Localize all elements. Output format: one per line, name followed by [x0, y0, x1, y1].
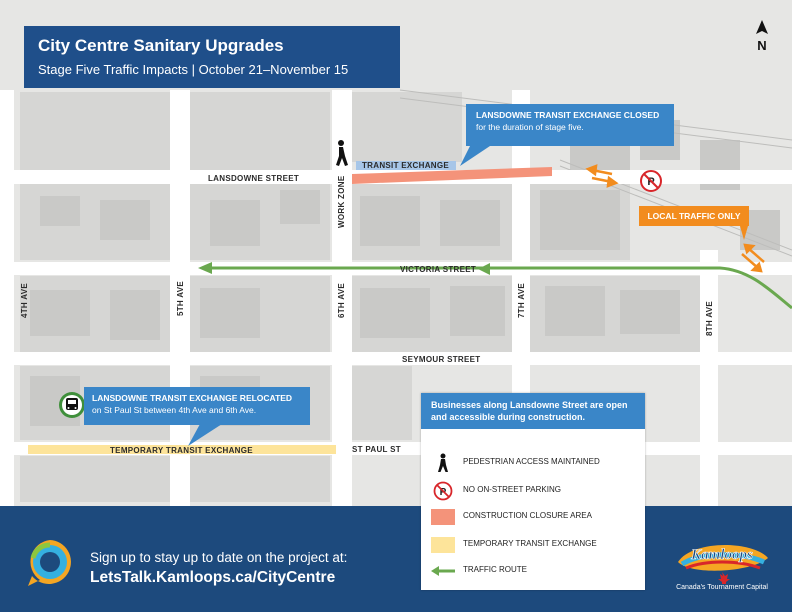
legend-item-no-parking: P NO ON-STREET PARKING — [421, 479, 645, 503]
legend-label-construction: CONSTRUCTION CLOSURE AREA — [463, 511, 592, 520]
construction-closure-area — [352, 167, 552, 184]
legend-label-traffic-route: TRAFFIC ROUTE — [463, 565, 527, 574]
relocated-callout-pointer — [188, 424, 222, 446]
local-traffic-only-tag: LOCAL TRAFFIC ONLY — [639, 206, 749, 226]
bus-icon — [59, 392, 85, 418]
7th-ave-label: 7TH AVE — [517, 283, 526, 318]
kamloops-tagline: Canada's Tournament Capital — [676, 584, 768, 591]
transit-exchange-strip — [356, 161, 456, 170]
seymour-street-label: SEYMOUR STREET — [402, 355, 481, 364]
pedestrian-icon — [438, 453, 448, 472]
legend-heading: Businesses along Lansdowne Street are op… — [421, 393, 645, 429]
traffic-route — [210, 266, 792, 310]
footer: Sign up to stay up to date on the projec… — [0, 506, 792, 612]
no-parking-icon: P — [640, 170, 662, 192]
kamloops-logo: Kamloops Canada's Tournament Capital — [672, 532, 772, 602]
traffic-arrow-left — [198, 262, 212, 274]
legend-label-pedestrian: PEDESTRIAN ACCESS MAINTAINED — [463, 457, 600, 466]
kamloops-wordmark: Kamloops — [690, 547, 753, 563]
page-subtitle: Stage Five Traffic Impacts | October 21–… — [38, 62, 349, 77]
pedestrian-icon — [336, 140, 348, 166]
traffic-route-arrow-icon — [431, 566, 455, 576]
exchange-closed-callout: LANSDOWNE TRANSIT EXCHANGE CLOSED for th… — [466, 104, 674, 146]
legend-label-no-parking: NO ON-STREET PARKING — [463, 485, 561, 494]
traffic-arrow-mid — [478, 263, 490, 275]
speech-bubble-icon — [28, 540, 71, 586]
title-box: City Centre Sanitary Upgrades Stage Five… — [24, 26, 400, 88]
8th-ave-label: 8TH AVE — [705, 301, 714, 336]
legend-item-traffic-route: TRAFFIC ROUTE — [421, 559, 645, 583]
north-label: N — [757, 38, 766, 53]
5th-ave-label: 5TH AVE — [176, 281, 185, 316]
legend-item-temporary: TEMPORARY TRANSIT EXCHANGE — [421, 533, 645, 557]
footer-url-link[interactable]: LetsTalk.Kamloops.ca/CityCentre — [90, 569, 336, 586]
legend-item-construction: CONSTRUCTION CLOSURE AREA — [421, 505, 645, 529]
exchange-relocated-callout: LANSDOWNE TRANSIT EXCHANGE RELOCATED on … — [84, 387, 310, 425]
kamloops-logo-mark: Kamloops — [678, 544, 768, 584]
closed-callout-pointer — [460, 146, 490, 166]
exchange-relocated-detail: on St Paul St between 4th Ave and 6th Av… — [92, 405, 257, 415]
4th-ave-label: 4TH AVE — [20, 283, 29, 318]
temporary-transit-exchange-label: TEMPORARY TRANSIT EXCHANGE — [110, 446, 253, 455]
exchange-closed-heading: LANSDOWNE TRANSIT EXCHANGE CLOSED — [476, 110, 660, 120]
6th-ave-label: 6TH AVE — [337, 283, 346, 318]
legend: Businesses along Lansdowne Street are op… — [421, 393, 645, 590]
transit-exchange-label: TRANSIT EXCHANGE — [362, 161, 450, 170]
local-traffic-arrows-top — [585, 164, 619, 188]
temporary-transit-exchange-area — [28, 445, 336, 454]
legend-label-temporary: TEMPORARY TRANSIT EXCHANGE — [463, 539, 597, 548]
maple-leaf-icon — [718, 572, 730, 584]
page-title: City Centre Sanitary Upgrades — [38, 36, 284, 55]
temporary-swatch — [431, 537, 455, 553]
no-parking-icon: P — [433, 481, 453, 501]
st-paul-street-label: ST PAUL ST — [352, 445, 401, 454]
victoria-street-label: VICTORIA STREET — [400, 265, 477, 274]
work-zone-label: WORK ZONE — [337, 175, 346, 228]
exchange-closed-detail: for the duration of stage five. — [476, 122, 584, 132]
construction-swatch — [431, 509, 455, 525]
footer-signup-text: Sign up to stay up to date on the projec… — [90, 550, 348, 565]
local-traffic-pointer — [740, 226, 748, 240]
legend-item-pedestrian: PEDESTRIAN ACCESS MAINTAINED — [421, 451, 645, 475]
north-arrow-icon: N — [756, 20, 768, 53]
lansdowne-street-label: LANSDOWNE STREET — [208, 174, 300, 183]
local-traffic-arrows-right — [741, 243, 765, 273]
svg-text:P: P — [440, 487, 447, 498]
exchange-relocated-heading: LANSDOWNE TRANSIT EXCHANGE RELOCATED — [92, 393, 293, 403]
